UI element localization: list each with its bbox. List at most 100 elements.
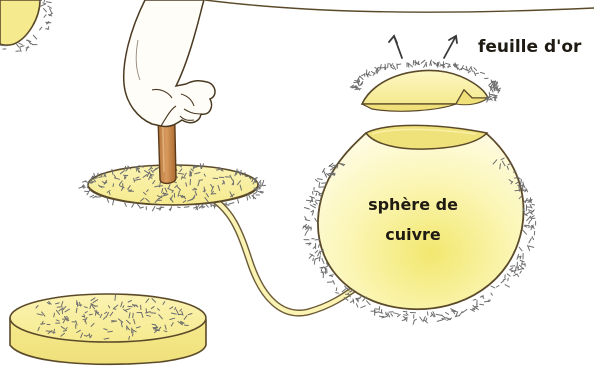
charge-speck: [345, 286, 347, 288]
charge-speck: [315, 201, 317, 203]
charge-speck: [151, 313, 156, 314]
charge-speck: [446, 63, 450, 64]
charge-speck: [319, 195, 321, 197]
charge-speck: [359, 296, 362, 299]
charge-speck: [315, 251, 318, 253]
charge-speck: [336, 293, 339, 294]
charge-speck: [46, 2, 51, 3]
charge-speck: [305, 232, 307, 236]
charge-speck: [152, 324, 155, 325]
charge-speck: [322, 183, 327, 184]
charge-speck: [388, 63, 389, 67]
charge-speck: [491, 88, 492, 91]
charge-speck: [511, 266, 515, 267]
charge-speck: [89, 190, 91, 192]
charge-speck: [404, 315, 407, 316]
charge-speck: [403, 316, 406, 318]
charge-speck: [474, 71, 476, 75]
charge-speck: [254, 193, 257, 194]
charge-speck: [315, 218, 317, 221]
charge-speck: [442, 315, 445, 318]
charge-speck: [481, 72, 485, 73]
charge-speck: [500, 164, 501, 169]
charge-speck: [524, 226, 527, 227]
charge-speck: [44, 0, 46, 2]
charge-speck: [391, 67, 393, 69]
charge-speck: [322, 258, 324, 263]
charge-speck: [333, 280, 335, 284]
charge-speck: [133, 313, 134, 317]
charge-speck: [387, 314, 388, 316]
charge-speck: [527, 217, 530, 221]
charge-speck: [125, 203, 127, 206]
charge-speck: [17, 44, 19, 47]
charge-speck: [213, 178, 218, 179]
charge-speck: [521, 180, 522, 185]
charge-speck: [330, 276, 333, 277]
charge-speck: [375, 312, 378, 313]
charge-speck: [259, 187, 260, 190]
charge-speck: [109, 192, 110, 194]
charge-speck: [312, 211, 313, 215]
charge-speck: [420, 317, 423, 321]
charge-speck: [403, 311, 407, 312]
charge-speck: [44, 9, 47, 12]
charge-speck: [263, 185, 265, 186]
charge-speck: [57, 307, 62, 308]
charge-speck: [391, 314, 393, 316]
charge-speck: [20, 47, 21, 51]
charge-speck: [528, 227, 533, 228]
charge-speck: [532, 204, 535, 205]
charge-speck: [199, 180, 203, 181]
charge-speck: [386, 67, 387, 69]
charge-speck: [238, 200, 239, 203]
charge-speck: [31, 43, 33, 44]
charge-speck: [463, 309, 467, 312]
charge-speck: [129, 190, 132, 191]
charge-speck: [254, 178, 257, 179]
charge-speck: [437, 320, 442, 322]
charge-speck: [503, 279, 505, 280]
charge-speck: [306, 243, 311, 244]
charge-speck: [27, 40, 31, 41]
charge-speck: [360, 77, 363, 80]
charge-speck: [436, 314, 441, 315]
charge-speck: [183, 178, 186, 179]
charge-speck: [314, 259, 315, 265]
charge-speck: [459, 312, 462, 316]
charge-speck: [330, 169, 332, 170]
charge-speck: [178, 207, 181, 208]
charge-speck: [397, 64, 401, 65]
charge-speck: [54, 313, 55, 317]
charge-speck: [113, 184, 114, 187]
charge-speck: [245, 176, 247, 177]
charge-speck: [95, 178, 98, 179]
charge-speck: [501, 281, 504, 283]
resin-base-disk: [10, 294, 206, 364]
charge-speck: [90, 195, 94, 197]
sphere-label-line-2: cuivre: [385, 225, 441, 244]
sphere-label-line-1: sphère de: [368, 195, 458, 214]
charge-speck: [391, 64, 393, 66]
charge-speck: [316, 258, 320, 259]
charge-speck: [170, 207, 171, 211]
charge-speck: [443, 65, 444, 68]
charge-speck: [523, 190, 526, 191]
charge-speck: [229, 203, 234, 205]
charge-speck: [319, 182, 320, 186]
charge-speck: [50, 9, 52, 14]
charge-speck: [82, 316, 85, 317]
charge-speck: [514, 271, 515, 273]
charge-speck: [152, 207, 155, 211]
charge-speck: [532, 216, 534, 218]
charge-speck: [356, 304, 358, 307]
charge-speck: [529, 238, 531, 243]
charge-speck: [532, 237, 534, 240]
charge-speck: [402, 320, 405, 321]
charge-speck: [523, 230, 527, 234]
charge-speck: [413, 320, 414, 324]
charge-speck: [146, 309, 147, 313]
charge-speck: [113, 200, 114, 205]
gold-leaf-label: feuille d'or: [478, 37, 582, 57]
charge-speck: [318, 179, 323, 180]
